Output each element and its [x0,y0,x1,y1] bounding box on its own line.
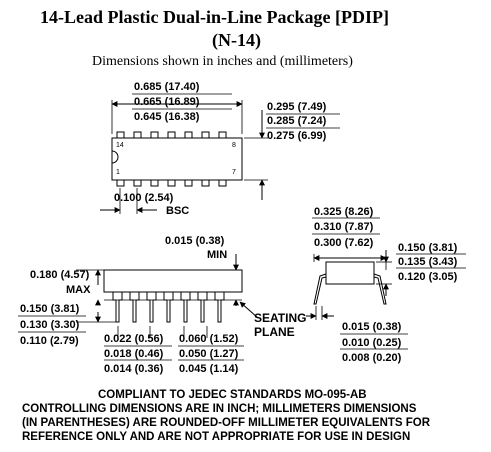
pin-label-14: 14 [116,142,124,149]
length-min: 0.645 (16.38) [134,111,200,123]
length-nom: 0.665 (16.89) [134,96,200,108]
shoulder-width-max: 0.060 (1.52) [179,333,239,345]
end-view-body [325,261,375,285]
length-max: 0.685 (17.40) [134,81,200,93]
width-max: 0.295 (7.49) [267,101,327,113]
lead-length-nom: 0.130 (3.30) [20,319,80,331]
lead-thickness-nom: 0.010 (0.25) [342,337,402,349]
pin-label-1: 1 [116,169,120,176]
lead-width-max: 0.022 (0.56) [104,333,164,345]
pitch-note: BSC [166,205,190,217]
pin1-notch [111,150,119,164]
height-note: MAX [66,284,91,296]
seating-plane-label-1: SEATING [254,311,307,325]
end-view-lead-right [373,273,387,305]
lead-width-nom: 0.018 (0.46) [104,348,164,360]
shoulder-width-nom: 0.050 (1.27) [179,348,239,360]
top-view-leads-upper [116,131,227,139]
end-view-lead-left [313,273,327,305]
lead-length-min: 0.110 (2.79) [20,335,79,347]
row-spacing-min: 0.300 (7.62) [314,237,374,249]
side-view-leads [112,292,225,323]
width-nom: 0.285 (7.24) [267,115,327,127]
top-view-body [111,137,243,181]
seating-plane-label-2: PLANE [254,325,295,339]
lead-length-max: 0.150 (3.81) [20,303,80,315]
top-view-leads-lower [116,179,227,187]
standoff-note: MIN [207,249,228,261]
body-height-max: 0.150 (3.81) [398,242,458,254]
package-code: (N-14) [212,30,261,50]
pin-label-8: 8 [232,142,236,149]
footer-note-1: COMPLIANT TO JEDEC STANDARDS MO-095-AB [98,389,367,401]
pitch-value: 0.100 (2.54) [114,192,174,204]
lead-width-min: 0.014 (0.36) [104,363,164,375]
body-height-min: 0.120 (3.05) [398,271,458,283]
lead-thickness-max: 0.015 (0.38) [342,321,402,333]
pin-label-7: 7 [232,169,236,176]
height-value: 0.180 (4.57) [30,269,90,281]
footer-note-2: CONTROLLING DIMENSIONS ARE IN INCH; MILL… [22,403,417,415]
footer-note-3: (IN PARENTHESES) ARE ROUNDED-OFF MILLIME… [22,417,431,429]
page-title: 14-Lead Plastic Dual-in-Line Package [PD… [40,7,389,27]
shoulder-width-min: 0.045 (1.14) [179,363,239,375]
standoff-value: 0.015 (0.38) [165,235,225,247]
lead-thickness-min: 0.008 (0.20) [342,352,402,364]
width-min: 0.275 (6.99) [267,130,327,142]
footer-note-4: REFERENCE ONLY AND ARE NOT APPROPRIATE F… [22,431,411,443]
dimension-stack-underlines [18,93,466,361]
units-subtitle: Dimensions shown in inches and (millimet… [92,54,353,69]
row-spacing-nom: 0.310 (7.87) [314,221,374,233]
side-view-body [103,269,243,293]
body-height-nom: 0.135 (3.43) [398,256,458,268]
row-spacing-max: 0.325 (8.26) [314,206,374,218]
